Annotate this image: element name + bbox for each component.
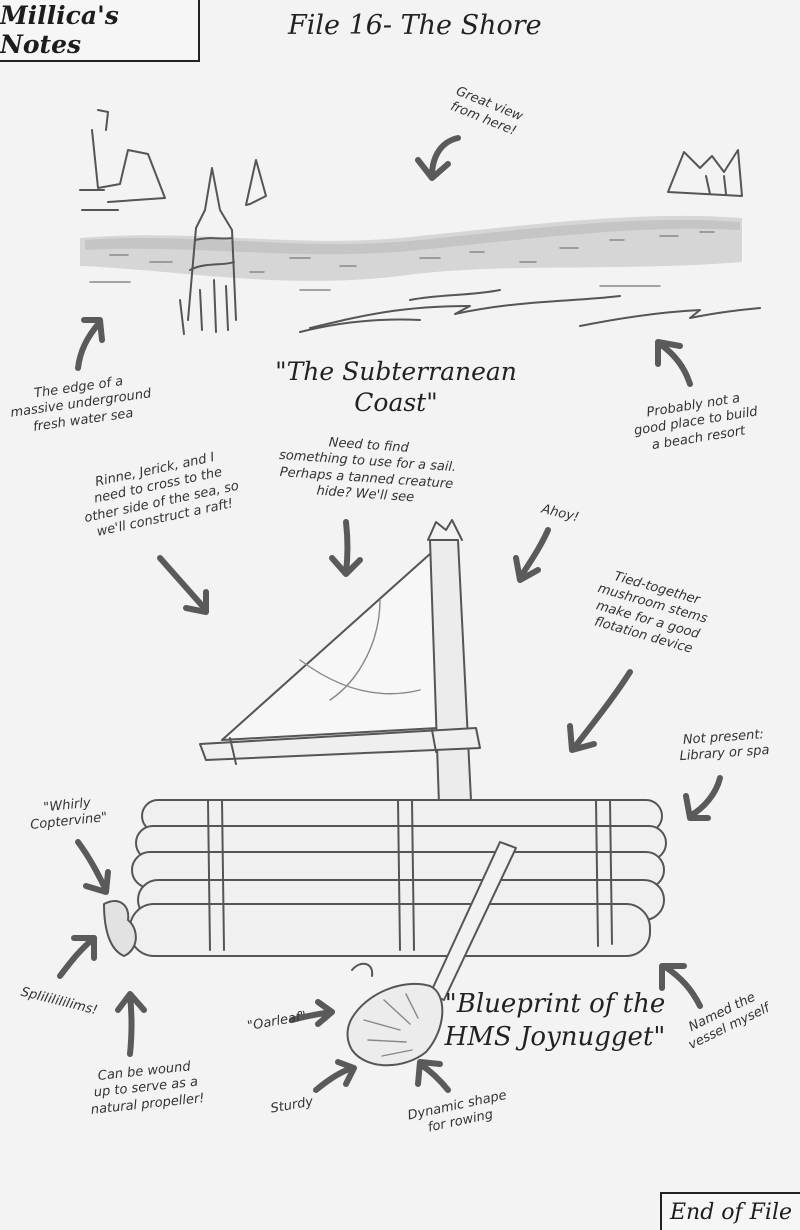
- annotation-arrows: [57, 135, 723, 1093]
- file-title: File 16- The Shore: [288, 10, 542, 41]
- coast-caption: "The Subterranean Coast": [275, 357, 517, 418]
- raft-sketch: [103, 519, 667, 1067]
- notebook-title: Millica's Notes: [0, 1, 119, 59]
- notebook-title-box: Millica's Notes: [0, 0, 200, 62]
- blueprint-caption: "Blueprint of the HMS Joynugget": [444, 989, 666, 1052]
- end-of-file-label: End of File: [669, 1199, 793, 1225]
- shore-sketch: [79, 109, 761, 335]
- end-of-file-box: End of File: [660, 1192, 800, 1230]
